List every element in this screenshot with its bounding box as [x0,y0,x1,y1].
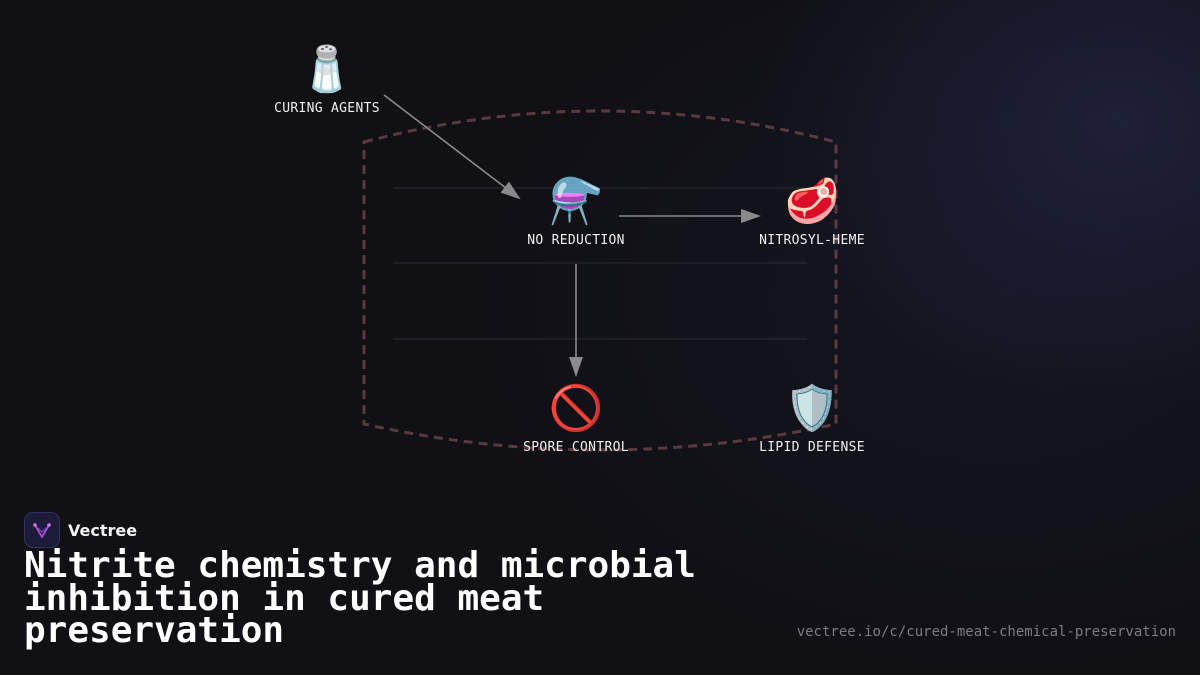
node-curing-agents: 🧂 CURING AGENTS [237,44,417,117]
node-lipid-defense: 🛡️ LIPID DEFENSE [722,383,902,456]
prohibited-icon: 🚫 [548,383,604,434]
node-label: NITROSYL-HEME [759,233,865,248]
node-nitrosyl-heme: 🥩 NITROSYL-HEME [722,176,902,249]
node-spore-control: 🚫 SPORE CONTROL [486,383,666,456]
page-title: Nitrite chemistry and microbial inhibiti… [24,545,696,651]
alembic-flask-icon: ⚗️ [548,176,604,227]
boundary-dashed-outline [362,109,838,452]
source-url[interactable]: vectree.io/c/cured-meat-chemical-preserv… [796,624,1176,640]
edge-curing-to-no [383,94,521,200]
node-label: NO REDUCTION [527,233,625,248]
node-label: SPORE CONTROL [523,440,629,455]
brand-name: Vectree [68,520,138,540]
vectree-logo-icon [24,512,60,548]
node-no-reduction: ⚗️ NO REDUCTION [486,176,666,249]
node-label: CURING AGENTS [274,101,380,116]
brand[interactable]: Vectree [24,512,137,548]
meat-icon: 🥩 [784,176,840,227]
salt-shaker-icon: 🧂 [299,44,355,95]
node-label: LIPID DEFENSE [759,440,865,455]
shield-icon: 🛡️ [784,383,840,434]
